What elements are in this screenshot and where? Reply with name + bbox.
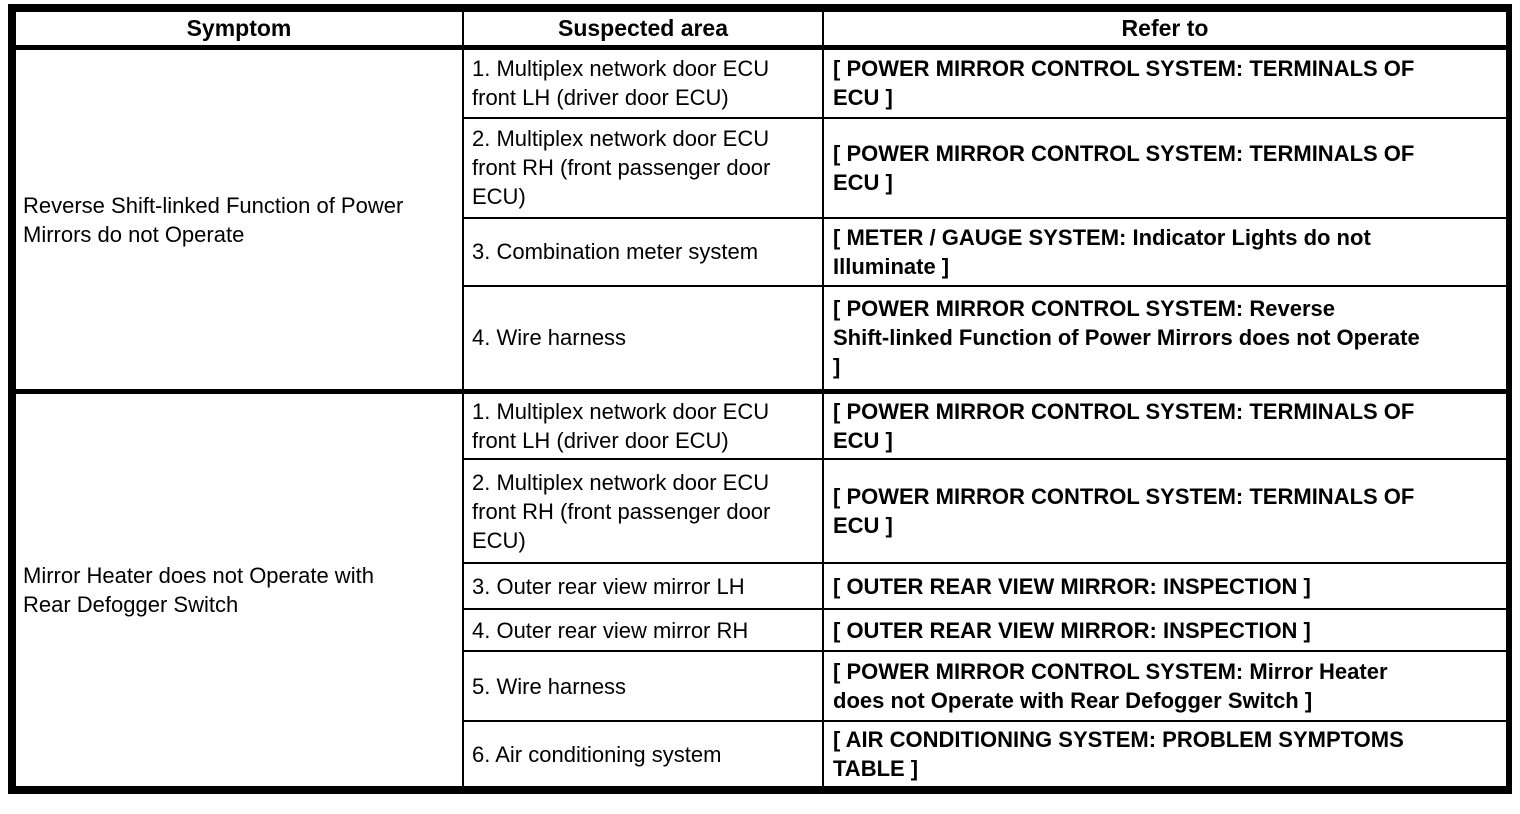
column-header-symptom: Symptom: [14, 10, 464, 50]
refer-to-cell: [ POWER MIRROR CONTROL SYSTEM: TERMINALS…: [822, 116, 1508, 219]
suspected-area-cell: 3. Outer rear view mirror LH: [462, 562, 824, 610]
refer-to-cell: [ METER / GAUGE SYSTEM: Indicator Lights…: [822, 216, 1508, 287]
refer-to-cell: [ OUTER REAR VIEW MIRROR: INSPECTION ]: [822, 608, 1508, 652]
table-row: 4. Wire harness [ POWER MIRROR CONTROL S…: [15, 284, 1508, 393]
suspected-area-cell: 6. Air conditioning system: [462, 720, 824, 788]
table-row: 2. Multiplex network door ECU front RH (…: [15, 116, 1508, 219]
suspected-area-cell: 3. Combination meter system: [462, 216, 824, 287]
refer-to-cell: [ POWER MIRROR CONTROL SYSTEM: Mirror He…: [822, 650, 1508, 722]
symptom-table-container: Symptom Suspected area Refer to Reverse …: [8, 4, 1512, 794]
suspected-area-cell: 1. Multiplex network door ECU front LH (…: [462, 389, 824, 460]
refer-to-cell: [ POWER MIRROR CONTROL SYSTEM: TERMINALS…: [822, 389, 1508, 460]
problem-symptoms-table: Symptom Suspected area Refer to Reverse …: [14, 10, 1508, 788]
table-row: 4. Outer rear view mirror RH [ OUTER REA…: [15, 608, 1508, 652]
header-row: Symptom Suspected area Refer to: [14, 10, 1508, 50]
refer-to-cell: [ POWER MIRROR CONTROL SYSTEM: TERMINALS…: [822, 46, 1508, 119]
table-row: 2. Multiplex network door ECU front RH (…: [15, 458, 1508, 564]
suspected-area-cell: 4. Outer rear view mirror RH: [462, 608, 824, 652]
table-row: 3. Outer rear view mirror LH [ OUTER REA…: [15, 562, 1508, 610]
table-row: Mirror Heater does not Operate with Rear…: [14, 389, 1508, 788]
table-row: Reverse Shift-linked Function of Power M…: [14, 46, 1508, 393]
suspected-area-cell: 4. Wire harness: [462, 284, 824, 393]
table-row: 6. Air conditioning system [ AIR CONDITI…: [15, 720, 1508, 788]
table-row: 5. Wire harness [ POWER MIRROR CONTROL S…: [15, 650, 1508, 722]
refer-to-cell: [ OUTER REAR VIEW MIRROR: INSPECTION ]: [822, 562, 1508, 610]
refer-to-cell: [ POWER MIRROR CONTROL SYSTEM: TERMINALS…: [822, 458, 1508, 564]
suspected-area-cell: 2. Multiplex network door ECU front RH (…: [462, 458, 824, 564]
suspected-area-cell: 1. Multiplex network door ECU front LH (…: [462, 46, 824, 119]
symptom-cell: Mirror Heater does not Operate with Rear…: [14, 389, 464, 788]
suspected-area-cell: 5. Wire harness: [462, 650, 824, 722]
suspected-area-cell: 2. Multiplex network door ECU front RH (…: [462, 116, 824, 219]
column-header-refer-to: Refer to: [822, 10, 1508, 50]
column-header-suspected-area: Suspected area: [462, 10, 824, 50]
symptom-cell: Reverse Shift-linked Function of Power M…: [14, 46, 464, 393]
refer-to-cell: [ AIR CONDITIONING SYSTEM: PROBLEM SYMPT…: [822, 720, 1508, 788]
table-row: 3. Combination meter system [ METER / GA…: [15, 216, 1508, 287]
refer-to-cell: [ POWER MIRROR CONTROL SYSTEM: Reverse S…: [822, 284, 1508, 393]
